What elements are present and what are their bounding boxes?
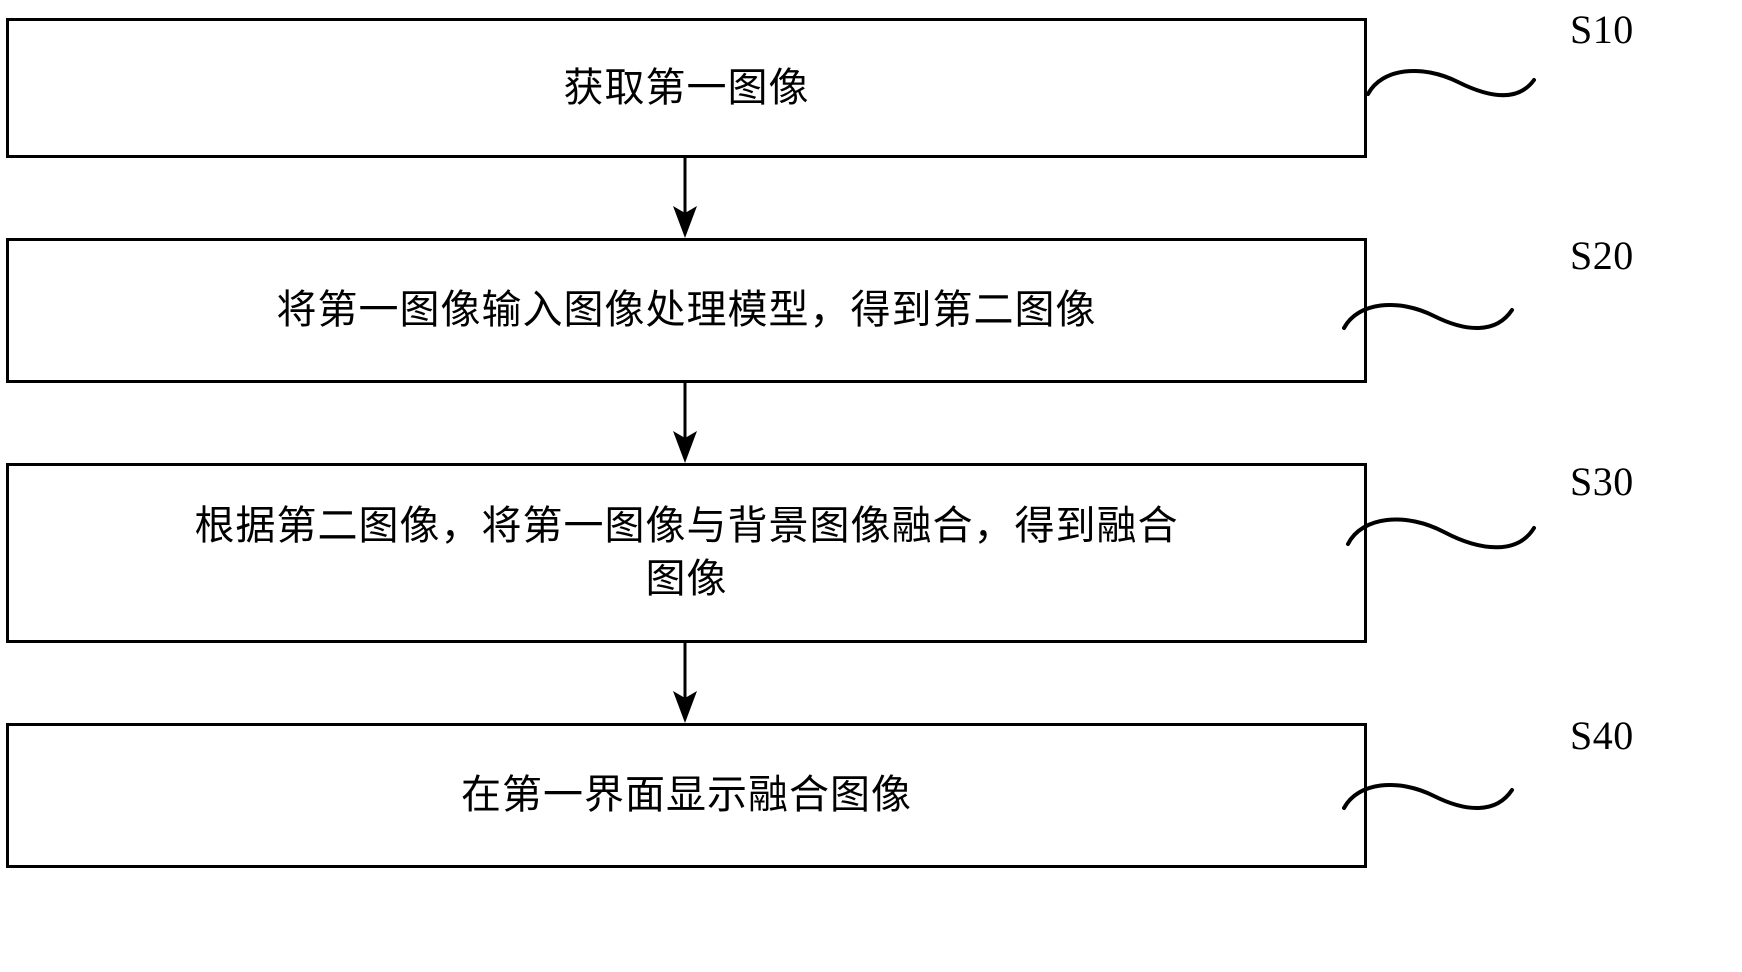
connector-s20-to-s30 <box>673 383 697 463</box>
flowchart-step-s40[interactable]: 在第一界面显示融合图像 <box>6 723 1367 868</box>
flowchart-step-s10-text: 获取第一图像 <box>563 64 810 111</box>
flowchart-step-s10[interactable]: 获取第一图像 <box>6 18 1367 158</box>
step-label-s40: S40 <box>1570 713 1634 758</box>
flowchart-step-s40-text: 在第一界面显示融合图像 <box>461 772 912 819</box>
flowchart-step-s30[interactable]: 根据第二图像，将第一图像与背景图像融合，得到融合 图像 <box>6 463 1367 643</box>
connector-s30-to-s40 <box>673 643 697 723</box>
flowchart-step-s30-text: 根据第二图像，将第一图像与背景图像融合，得到融合 图像 <box>194 503 1179 602</box>
step-label-s20: S20 <box>1570 233 1634 278</box>
step-label-s10: S10 <box>1570 7 1634 52</box>
flowchart-step-s20-text: 将第一图像输入图像处理模型，得到第二图像 <box>276 287 1097 334</box>
flowchart-step-s20[interactable]: 将第一图像输入图像处理模型，得到第二图像 <box>6 238 1367 383</box>
connector-s10-to-s20 <box>673 158 697 238</box>
step-label-s30: S30 <box>1570 459 1634 504</box>
